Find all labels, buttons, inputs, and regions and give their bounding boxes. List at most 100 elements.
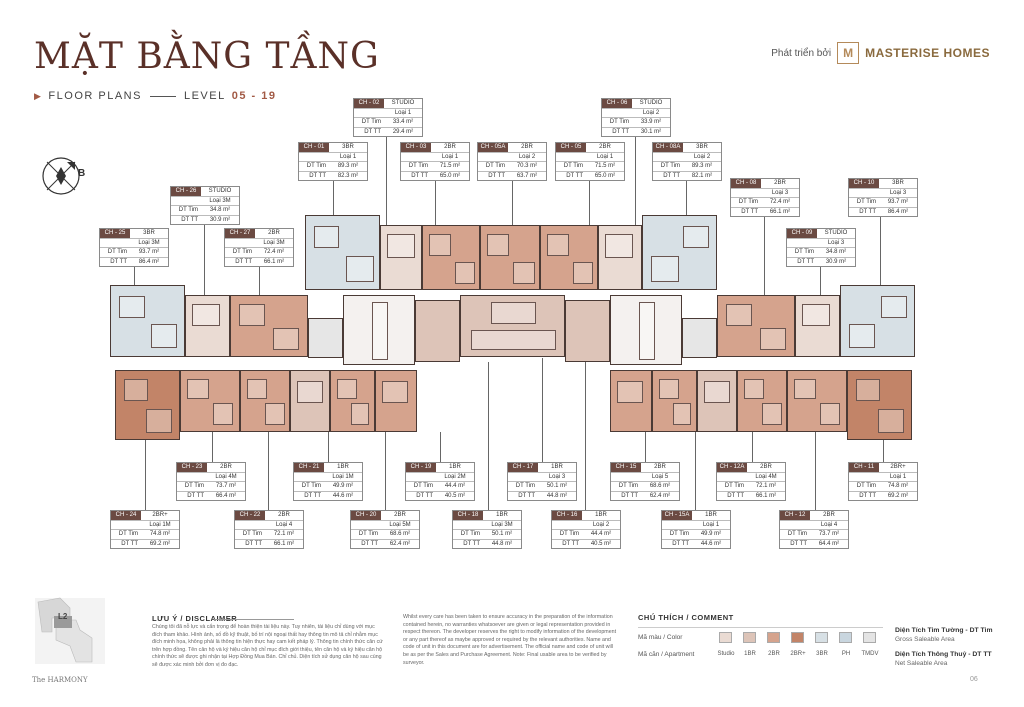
unit-loai: Loại 3M [263,239,285,246]
unit-code: CH - 03 [401,143,431,152]
unit-type: 1BR [496,512,508,518]
unit-loai: Loại 3 [827,239,845,246]
unit-code: CH - 05A [478,143,508,152]
unit-ch-06[interactable] [598,225,642,290]
unit-loai: Loại 5 [651,473,669,480]
gross-label: DT Tim [485,163,505,169]
unit-type: 2BR [220,464,232,470]
unit-net-area: 29.4 m² [392,128,414,135]
unit-ch-27[interactable] [230,295,308,357]
unit-ch-21[interactable] [290,370,330,432]
gross-label: DT Tim [306,163,326,169]
unit-type: 1BR [705,512,717,518]
unit-gross-area: 44.4 m² [444,483,466,489]
unit-type: 2BR+ [890,464,906,470]
legend-item-name: Studio [717,651,735,657]
unit-net-area: 82.1 m² [691,172,713,179]
unit-type: 2BR [444,144,456,150]
unit-ch-05[interactable] [540,225,598,290]
unit-ch-12a[interactable] [737,370,787,432]
net-label: DT TT [309,172,326,179]
gross-label: DT Tim [408,163,428,169]
unit-ch-11[interactable] [847,370,912,440]
leader-line [764,215,765,295]
unit-ch-12[interactable] [787,370,847,432]
unit-gross-area: 74.8 m² [887,483,909,489]
gross-label: DT Tim [358,531,378,537]
page-title: MẶT BẰNG TẦNG [34,36,380,77]
net-label: DT TT [235,258,252,265]
unit-ch-12a-left[interactable] [697,370,737,432]
developed-by-label: Phát triển bởi [771,47,832,59]
unit-ch-24[interactable] [115,370,180,440]
unit-ch-25[interactable] [110,285,185,357]
unit-ch-01[interactable] [305,215,380,290]
unit-gross-area: 33.4 m² [392,119,414,125]
net-label: DT TT [245,540,262,547]
leader-line [695,432,696,510]
disclaimer-title: LƯU Ý / DISCLAIMER [152,614,238,623]
leader-line [268,432,269,510]
triangle-icon: ▶ [34,90,43,101]
net-label: DT TT [727,492,744,499]
gross-label: DT Tim [301,483,321,489]
leader-line [880,215,881,285]
compass-north-letter: B [78,168,86,179]
unit-loai: Loại 1 [339,153,357,160]
legend-swatch [863,632,876,643]
unit-ch-02[interactable] [380,225,422,290]
unit-code: CH - 22 [235,511,265,520]
unit-ch-26[interactable] [185,295,230,357]
legend-color-label: Mã màu / Color [638,634,683,641]
unit-type: 1BR [449,464,461,470]
unit-ch-20[interactable] [330,370,375,432]
unit-ch-22[interactable] [240,370,290,432]
corridor-right [610,295,682,365]
legend-swatch [791,632,804,643]
net-label: DT TT [361,540,378,547]
legend-item-name: TMDV [861,651,879,657]
unit-type: STUDIO [824,230,848,236]
unit-ch-15[interactable] [652,370,697,432]
gross-label: DT Tim [460,531,480,537]
net-label: DT TT [672,540,689,547]
gross-label: DT Tim [609,119,629,125]
unit-code: CH - 25 [100,229,130,238]
unit-ch-10[interactable] [840,285,915,357]
unit-loai: Loại 3M [209,197,231,204]
unit-code: CH - 05 [556,143,586,152]
unit-net-area: 30.9 m² [209,216,231,223]
unit-type: 1BR [595,512,607,518]
unit-ch-03[interactable] [422,225,480,290]
unit-ch-19[interactable] [375,370,417,432]
unit-ch-15a[interactable] [610,370,652,432]
unit-type: 1BR [337,464,349,470]
unit-loai: Loại 3M [138,239,160,246]
unit-ch-08[interactable] [717,295,795,357]
unit-net-area: 64.4 m² [818,540,840,547]
legend-swatch [767,632,780,643]
unit-gross-area: 74.8 m² [149,531,171,537]
unit-gross-area: 50.1 m² [546,483,568,489]
unit-ch-23[interactable] [180,370,240,432]
unit-ch-08a[interactable] [642,215,717,290]
unit-ch-05a[interactable] [480,225,540,290]
leader-line [686,178,687,215]
unit-loai: Loại 4M [215,473,237,480]
disclaimer-divider [214,619,294,620]
unit-code: CH - 27 [225,229,255,238]
page-number: 06 [970,676,978,683]
unit-ch-09[interactable] [795,295,840,357]
gross-area-subtitle: Gross Saleable Area [895,636,955,643]
unit-code: CH - 19 [406,463,436,472]
net-label: DT TT [110,258,127,265]
unit-net-area: 30.1 m² [640,128,662,135]
legend-swatch [815,632,828,643]
